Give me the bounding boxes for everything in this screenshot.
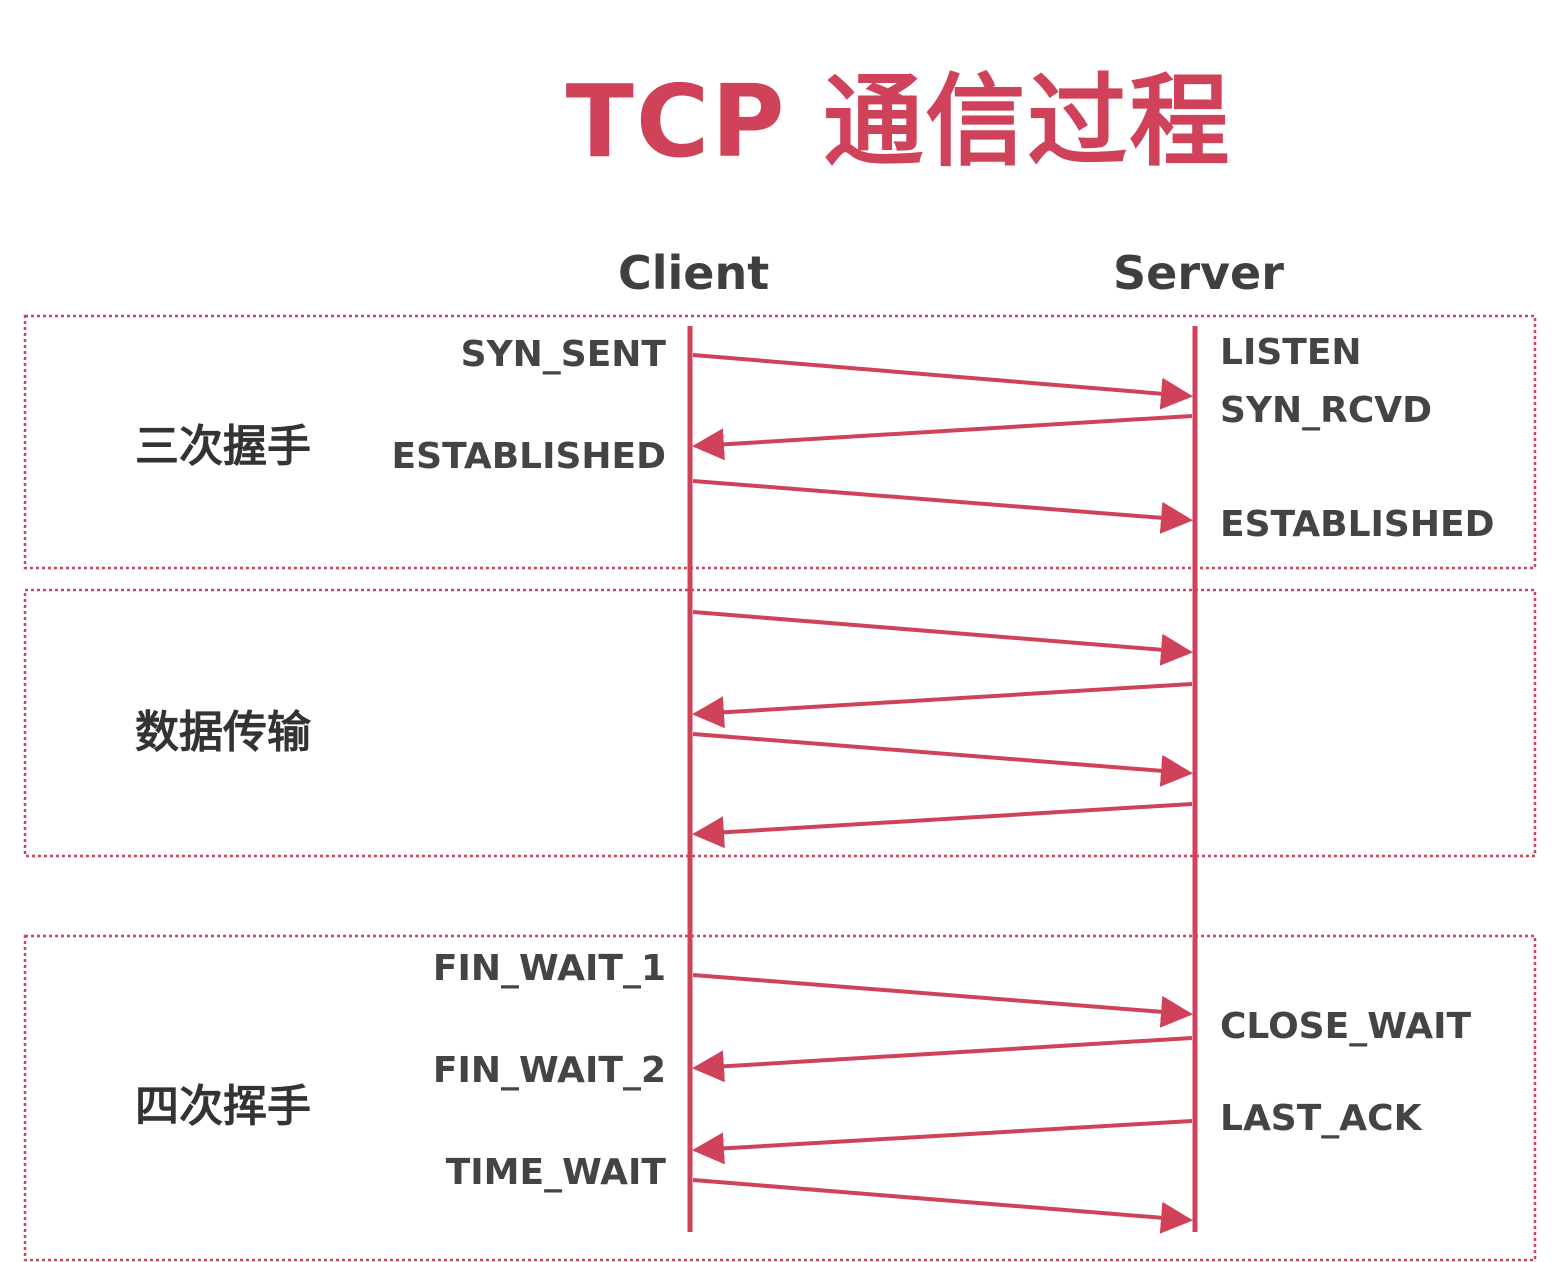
message-arrow-5 (692, 682, 1193, 729)
client-state-fin-wait-2: FIN_WAIT_2 (432, 1050, 666, 1091)
client-state-fin-wait-1: FIN_WAIT_1 (432, 948, 666, 989)
server-state-last-ack: LAST_ACK (1220, 1098, 1422, 1139)
message-arrow-6 (692, 732, 1193, 787)
message-arrow-4 (692, 610, 1193, 666)
client-state-time-wait: TIME_WAIT (445, 1152, 666, 1193)
client-state-established: ESTABLISHED (391, 436, 666, 477)
message-arrow-2 (692, 414, 1193, 461)
message-arrow-1 (692, 353, 1193, 410)
participant-server: Server (1113, 246, 1284, 300)
message-arrow-3 (692, 479, 1193, 534)
section-label-data-transfer: 数据传输 (135, 707, 311, 758)
message-arrow-11 (692, 1178, 1193, 1234)
server-state-syn-rcvd: SYN_RCVD (1220, 390, 1433, 431)
page-title: TCP 通信过程 (565, 63, 1232, 180)
participant-client: Client (618, 246, 770, 300)
section-label-handshake: 三次握手 (135, 421, 311, 472)
message-arrow-10 (692, 1119, 1193, 1165)
server-state-established: ESTABLISHED (1220, 504, 1495, 545)
message-arrow-7 (692, 802, 1193, 849)
server-state-close-wait: CLOSE_WAIT (1220, 1006, 1472, 1047)
section-label-teardown: 四次挥手 (135, 1081, 311, 1132)
client-state-syn-sent: SYN_SENT (460, 334, 666, 375)
message-arrow-8 (692, 973, 1193, 1028)
section-box-teardown (23, 934, 1537, 1262)
server-state-listen: LISTEN (1220, 332, 1362, 373)
message-arrow-9 (692, 1036, 1193, 1083)
section-box-handshake (23, 314, 1537, 570)
